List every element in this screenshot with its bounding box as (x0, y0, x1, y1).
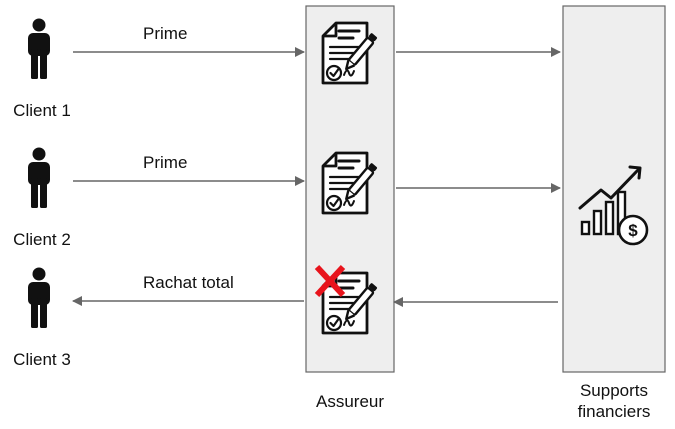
flow-label-client-2: Prime (143, 153, 188, 172)
cancel-cross-icon (314, 264, 346, 298)
client-1-icon (28, 18, 50, 79)
assureur-label: Assureur (315, 392, 385, 411)
client-2-icon (28, 147, 50, 208)
supports-label-line2: financiers (577, 402, 651, 421)
svg-text:$: $ (628, 221, 638, 240)
client-2-label: Client 2 (13, 230, 71, 249)
client-3-label: Client 3 (13, 350, 71, 369)
growth-chart-dollar-icon: $ (578, 165, 649, 246)
client-3-icon (28, 267, 50, 328)
flow-label-client-3: Rachat total (143, 273, 234, 292)
client-1-label: Client 1 (13, 101, 71, 120)
supports-label-line1: Supports (579, 381, 649, 400)
supports-box (562, 5, 666, 373)
flow-label-client-1: Prime (143, 24, 188, 43)
